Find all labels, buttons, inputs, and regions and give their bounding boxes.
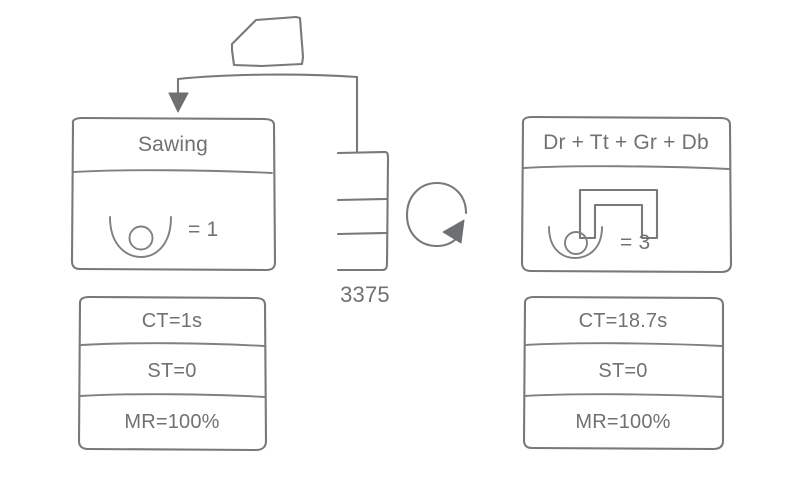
sawing-process-box xyxy=(70,116,277,272)
drilling-process-box xyxy=(520,115,733,274)
circular-arrow-head xyxy=(442,219,465,244)
circular-arrow-icon-path xyxy=(405,181,468,248)
sawing-cycle-time: CT=1s xyxy=(141,310,203,332)
sawing-box-divider xyxy=(73,169,273,174)
arrow-head-to-sawing xyxy=(168,92,189,113)
sawing-machine-rate: MR=100% xyxy=(124,411,220,433)
drilling-machine-rate: MR=100% xyxy=(575,411,671,433)
drilling-cycle-time: CT=18.7s xyxy=(578,310,668,332)
operator-icon-sawing-body xyxy=(109,216,172,258)
inventory-divider-2 xyxy=(336,231,389,236)
operator-icon-drilling-body xyxy=(548,226,603,259)
drilling-operator-count-label: = 3 xyxy=(620,231,651,254)
sawing-data-divider-2 xyxy=(79,393,266,398)
drilling-data-divider-2 xyxy=(523,393,724,398)
inventory-divider-1 xyxy=(336,197,389,202)
drilling-box-divider xyxy=(523,165,730,170)
operator-icon-drilling-head xyxy=(564,231,588,255)
sawing-data-divider-1 xyxy=(80,342,265,347)
sawing-operator-count-label: = 1 xyxy=(188,218,219,241)
drilling-data-divider-1 xyxy=(524,342,723,347)
supplier-connector-bar xyxy=(176,73,359,81)
drilling-setup-time: ST=0 xyxy=(598,360,648,382)
inventory-quantity-label: 3375 xyxy=(340,282,390,307)
inventory-bracket-shape xyxy=(336,150,390,272)
sawing-data-box xyxy=(77,295,268,452)
supplier-box-shape xyxy=(230,15,305,68)
sawing-process-title: Sawing xyxy=(137,133,209,156)
drilling-data-box xyxy=(522,295,725,451)
sawing-setup-time: ST=0 xyxy=(147,360,197,382)
operator-icon-sawing-head xyxy=(128,225,154,251)
drilling-process-title: Dr + Tt + Gr + Db xyxy=(543,131,709,154)
